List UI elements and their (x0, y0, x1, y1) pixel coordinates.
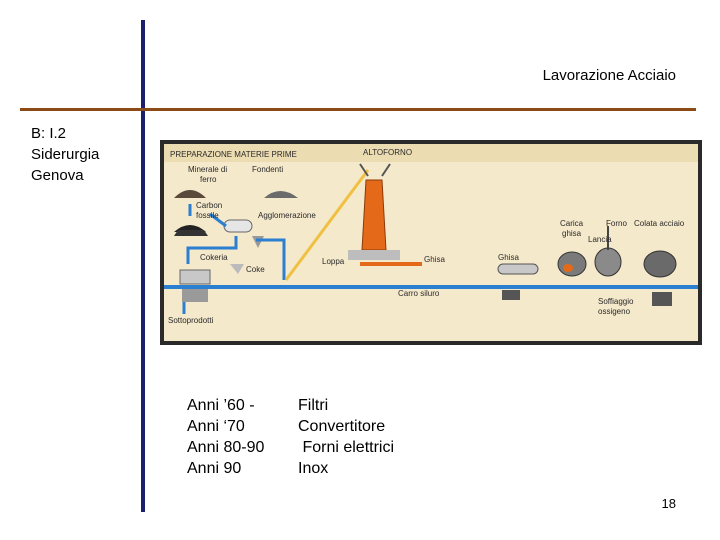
minerale-label-line: ferro (200, 175, 217, 184)
material-flow-line (186, 204, 238, 264)
material-flow-line (256, 238, 286, 280)
colata-label: Colata acciaio (634, 219, 685, 228)
agglomerazione-label: Agglomerazione (258, 211, 316, 220)
torpedo-car-icon (497, 263, 539, 275)
section-line: Siderurgia (31, 146, 100, 163)
forno-label: Forno (606, 219, 627, 228)
coke-hopper-icon (230, 264, 244, 274)
loppa-label: Loppa (322, 257, 345, 266)
technology-item: Convertitore (298, 418, 386, 435)
vertical-divider (141, 20, 145, 512)
ghisa-label: Ghisa (498, 253, 519, 262)
years-column: Anni ’60 - Anni ‘70 Anni 80-90 Anni 90 (187, 395, 264, 479)
carica-label-line: ghisa (562, 229, 582, 238)
furnace-feed-line (284, 169, 370, 281)
section-line: B: I.2 (31, 125, 67, 142)
altoforno-label: ALTOFORNO (363, 148, 412, 157)
flux-pile-icon (264, 191, 298, 198)
rail-car-icon (502, 290, 520, 300)
slide-title: Lavorazione Acciaio (542, 67, 676, 84)
sinter-drum-icon (223, 219, 253, 233)
furnace-base-icon (348, 250, 400, 260)
coke-label: Coke (246, 265, 265, 274)
carbon-label-line: Carbon (196, 201, 222, 210)
casting-mold-icon (652, 292, 672, 306)
year-item: Anni 90 (187, 460, 242, 477)
section-label: PREPARAZIONE MATERIE PRIME (170, 150, 297, 159)
year-item: Anni ’60 - (187, 397, 255, 414)
year-item: Anni 80-90 (187, 439, 265, 456)
carro-siluro-label: Carro siluro (398, 289, 440, 298)
blast-furnace-icon (361, 179, 387, 251)
slide-section-label: B: I.2 Siderurgia Genova (31, 123, 136, 186)
diagram-header-band (164, 144, 698, 162)
ghisa-label: Ghisa (424, 255, 445, 264)
sottoprodotti-label: Sottoprodotti (168, 316, 214, 325)
soffiaggio-label-line: Soffiaggio (598, 297, 634, 306)
charging-ladle-icon (557, 251, 587, 277)
technology-item: Forni elettrici (298, 439, 395, 456)
horizontal-divider (20, 108, 696, 111)
page-number: 18 (661, 496, 676, 511)
technology-item: Inox (298, 460, 329, 477)
fondenti-label: Fondenti (252, 165, 283, 174)
ore-pile-icon (174, 190, 206, 198)
casting-ladle-icon (643, 250, 677, 278)
carbon-label-line: fossile (196, 211, 219, 220)
section-line: Genova (31, 167, 84, 184)
carica-label-line: Carica (560, 219, 584, 228)
year-item: Anni ‘70 (187, 418, 245, 435)
coke-oven-icon (179, 269, 211, 285)
furnace-top-icon (359, 163, 391, 177)
molten-metal-icon (563, 264, 573, 272)
technology-column: Filtri Convertitore Forni elettrici Inox (298, 395, 394, 479)
coke-oven-base (182, 286, 208, 302)
coal-bed-icon (174, 230, 208, 236)
soffiaggio-label-line: ossigeno (598, 307, 631, 316)
technology-item: Filtri (298, 397, 329, 414)
converter-icon (594, 247, 622, 277)
cokeria-label: Cokeria (200, 253, 228, 262)
minerale-label-line: Minerale di (188, 165, 227, 174)
lancia-label: Lancia (588, 235, 612, 244)
steel-process-diagram: PREPARAZIONE MATERIE PRIME ALTOFORNO Min… (160, 140, 702, 345)
